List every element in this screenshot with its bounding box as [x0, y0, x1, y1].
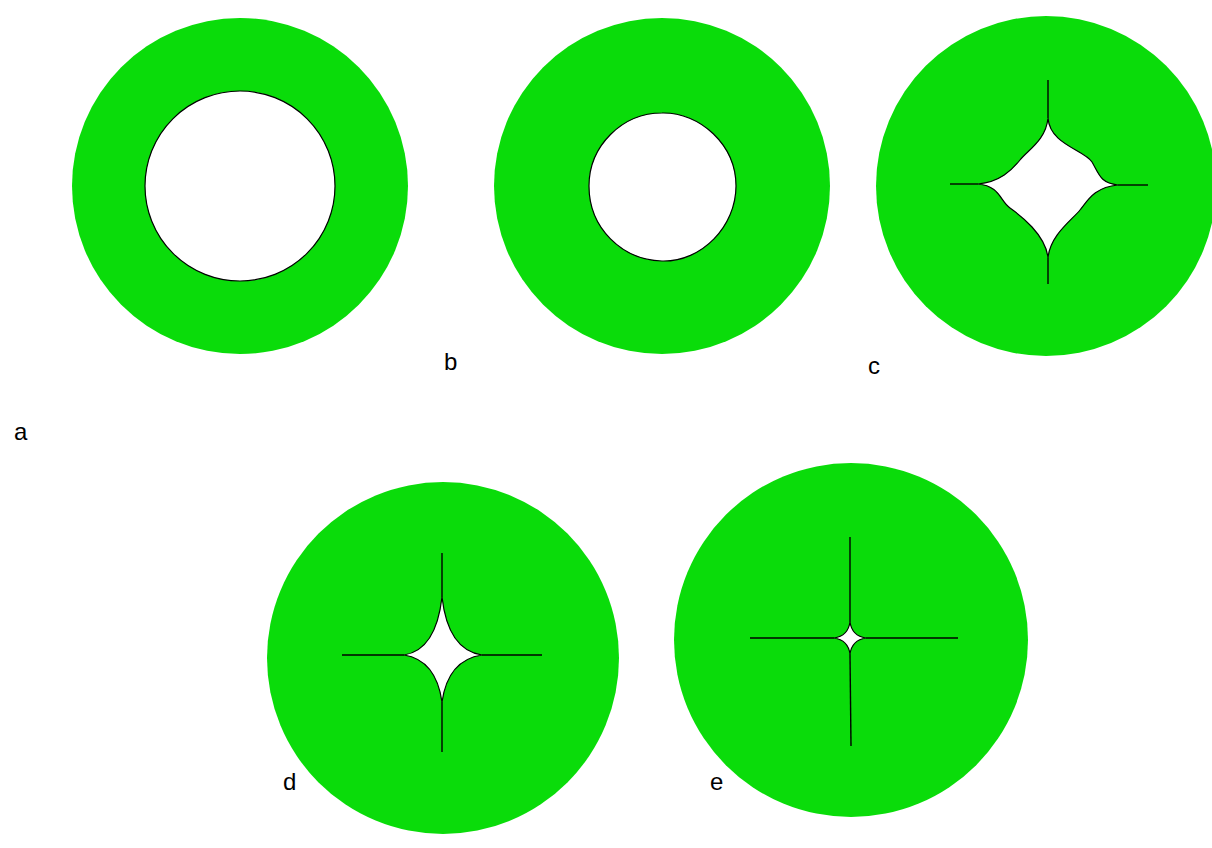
green-disc [72, 18, 408, 354]
green-disc [494, 18, 830, 354]
subfigure-label: d [283, 770, 296, 794]
crack-lines [950, 80, 1148, 284]
subfigure-label: b [444, 350, 457, 374]
astroid-hole [404, 597, 482, 702]
crack-lines [342, 553, 542, 752]
green-disc [267, 482, 619, 834]
cusped-hole [978, 118, 1118, 258]
small-hole [834, 622, 866, 654]
green-disc [876, 16, 1212, 356]
subfigure-label: c [868, 354, 880, 378]
green-disc [674, 463, 1028, 817]
shrunk-hole [589, 113, 736, 261]
subfigure-label: a [14, 420, 27, 444]
crack-lines [750, 537, 958, 746]
circular-hole [145, 91, 335, 281]
subfigure-label: e [710, 770, 723, 794]
